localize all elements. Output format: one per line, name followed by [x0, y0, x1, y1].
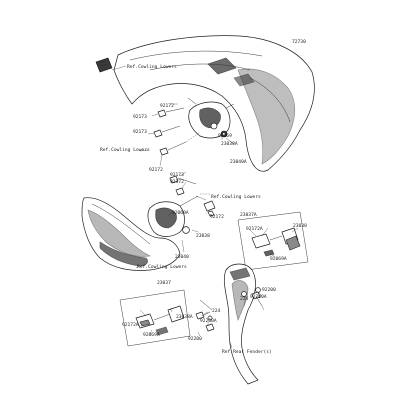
callout-92069a: 92069A: [172, 210, 189, 216]
callout-23038-b: 23038: [293, 223, 307, 229]
callout-92200-b: 92200: [188, 336, 202, 342]
callout-92069: 92069: [218, 133, 232, 139]
center-hardware: [195, 299, 215, 332]
callout-92069a-b: 92069A: [270, 256, 287, 262]
callout-224-b: 224: [212, 308, 221, 314]
callout-92172-a: 92172: [160, 103, 174, 109]
callout-92172a-b: 92172A: [122, 322, 139, 328]
middle-bolts: [169, 175, 216, 217]
emblem-decal: [95, 57, 113, 73]
callout-23037: 23037: [157, 280, 171, 286]
callout-92200a: 92200A: [250, 294, 267, 300]
callout-labels: 92172 92173 92173 92172 92069 23038A 230…: [122, 103, 307, 342]
ref-cowling-lowers-right: Ref.Cowling Lowers: [211, 194, 261, 200]
callout-23037a: 23037A: [240, 212, 257, 218]
upper-turn-signal-assembly: [187, 97, 235, 139]
rear-fender-bracket: [223, 263, 259, 385]
callout-92172-b: 92172: [149, 167, 163, 173]
callout-92173-b: 92173: [133, 129, 147, 135]
callout-23038a-b: 23038A: [176, 314, 193, 320]
lower-cowling: [81, 197, 181, 271]
callout-92172-c: 92172: [170, 179, 184, 185]
upper-cowling: [113, 35, 315, 172]
callout-92172a-a: 92172A: [246, 226, 263, 232]
callout-92173-c: 92173: [170, 172, 184, 178]
ref-cowling-lowers-top: Ref.Cowling Lowers: [127, 64, 177, 70]
ref-cowling-lowers-bottom: Ref.Cowling Lowers: [137, 264, 187, 270]
fender-hardware: [241, 287, 263, 307]
rear-turn-signal-left-box: [119, 289, 191, 347]
callout-23040: 23040: [175, 254, 189, 260]
callout-92200a-b: 92200A: [200, 318, 217, 324]
lower-turn-signal-assembly: [147, 195, 199, 237]
callout-224-a: 224: [240, 296, 249, 302]
callout-92173-a: 92173: [133, 114, 147, 120]
diagram-number: 72730: [292, 39, 306, 45]
callout-23038: 23038: [196, 233, 210, 239]
ref-cowling-lowers-mid: Ref.Cowling Lowers: [100, 147, 150, 153]
upper-bolts: [153, 107, 187, 156]
ref-rear-fender: Ref.Rear Fender(s): [222, 349, 272, 355]
callout-92172-d: 92172: [210, 214, 224, 220]
callout-23040a: 23040A: [230, 159, 247, 165]
rear-turn-signal-right-box: [237, 211, 309, 271]
grommet-92069: [220, 130, 228, 138]
callout-92200-a: 92200: [262, 287, 276, 293]
callout-92069a-c: 92069A: [143, 332, 160, 338]
callout-23038a-a: 23038A: [221, 141, 238, 147]
